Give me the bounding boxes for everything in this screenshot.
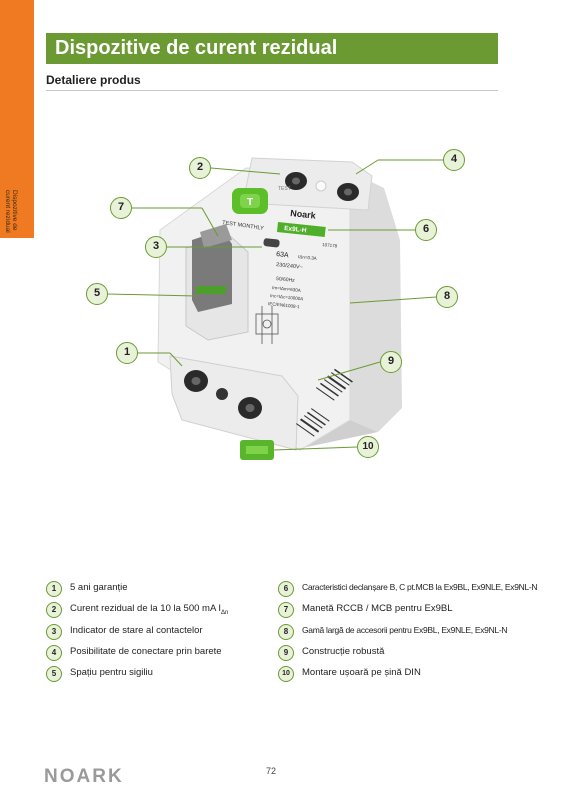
legend-text: Gamă largă de accesorii pentru Ex9BL, Ex… <box>302 625 508 635</box>
legend-number: 8 <box>278 624 294 640</box>
svg-text:T: T <box>247 197 253 208</box>
lever-green-stripe <box>196 286 226 294</box>
product-frequency: 50/60Hz <box>276 276 296 284</box>
product-voltage: 230/240V~ <box>276 262 303 271</box>
callout-1: 1 <box>116 342 138 364</box>
leader-lines <box>107 159 443 451</box>
legend-text: Curent rezidual de la 10 la 500 mA IΔn <box>70 603 229 616</box>
legend-text: Montare ușoară pe șină DIN <box>302 667 421 678</box>
page-number: 72 <box>266 766 277 776</box>
page-title: Dispozitive de curent rezidual <box>46 33 498 64</box>
callout-7: 7 <box>110 197 132 219</box>
legend-number: 10 <box>278 666 294 682</box>
product-sensitivity: IΔn=0.3A <box>298 254 317 261</box>
callout-10: 10 <box>357 436 379 458</box>
status-indicator <box>263 238 280 248</box>
legend-number: 7 <box>278 602 294 618</box>
legend-number: 4 <box>46 645 62 661</box>
callout-2: 2 <box>189 157 211 179</box>
legend-number: 1 <box>46 581 62 597</box>
legend-number: 2 <box>46 602 62 618</box>
model-badge <box>276 221 326 237</box>
product-standard: IEC/EN61008-1 <box>268 301 300 309</box>
product-code: 107178 <box>322 242 338 249</box>
test-label: TEST <box>278 186 291 192</box>
legend-text: Posibilitate de conectare prin barete <box>70 646 222 657</box>
divider <box>46 90 498 91</box>
footer-logo: NOARK <box>44 766 124 787</box>
callout-8: 8 <box>436 286 458 308</box>
legend-number: 6 <box>278 581 294 597</box>
callout-6: 6 <box>415 219 437 241</box>
product-brand: Noark <box>290 208 317 221</box>
callout-3: 3 <box>145 236 167 258</box>
product-rating: 63A <box>276 251 289 259</box>
circuit-diagram-icon <box>255 306 279 344</box>
product-spec2: Inc=IΔc=10000A <box>270 293 304 301</box>
legend-text: 5 ani garanție <box>70 582 128 593</box>
section-title: Detaliere produs <box>46 73 141 87</box>
callout-5: 5 <box>86 283 108 305</box>
side-tab: Dispozitive de curent rezidual <box>0 0 34 238</box>
barcode-icon <box>296 368 353 437</box>
test-monthly-label: TEST MONTHLY <box>222 220 265 232</box>
legend-number: 9 <box>278 645 294 661</box>
legend-number: 5 <box>46 666 62 682</box>
callout-9: 9 <box>380 351 402 373</box>
legend-text: Construcție robustă <box>302 646 385 657</box>
legend-text: Manetă RCCB / MCB pentru Ex9BL <box>302 603 453 614</box>
product-model: Ex9L-H <box>284 225 307 234</box>
legend-text: Spațiu pentru sigiliu <box>70 667 153 678</box>
legend-text: Caracteristici declanșare B, C pt.MCB la… <box>302 582 538 592</box>
legend-number: 3 <box>46 624 62 640</box>
callout-4: 4 <box>443 149 465 171</box>
product-spec1: Im=IΔm=630A <box>272 285 301 293</box>
legend-text: Indicator de stare al contactelor <box>70 625 203 636</box>
